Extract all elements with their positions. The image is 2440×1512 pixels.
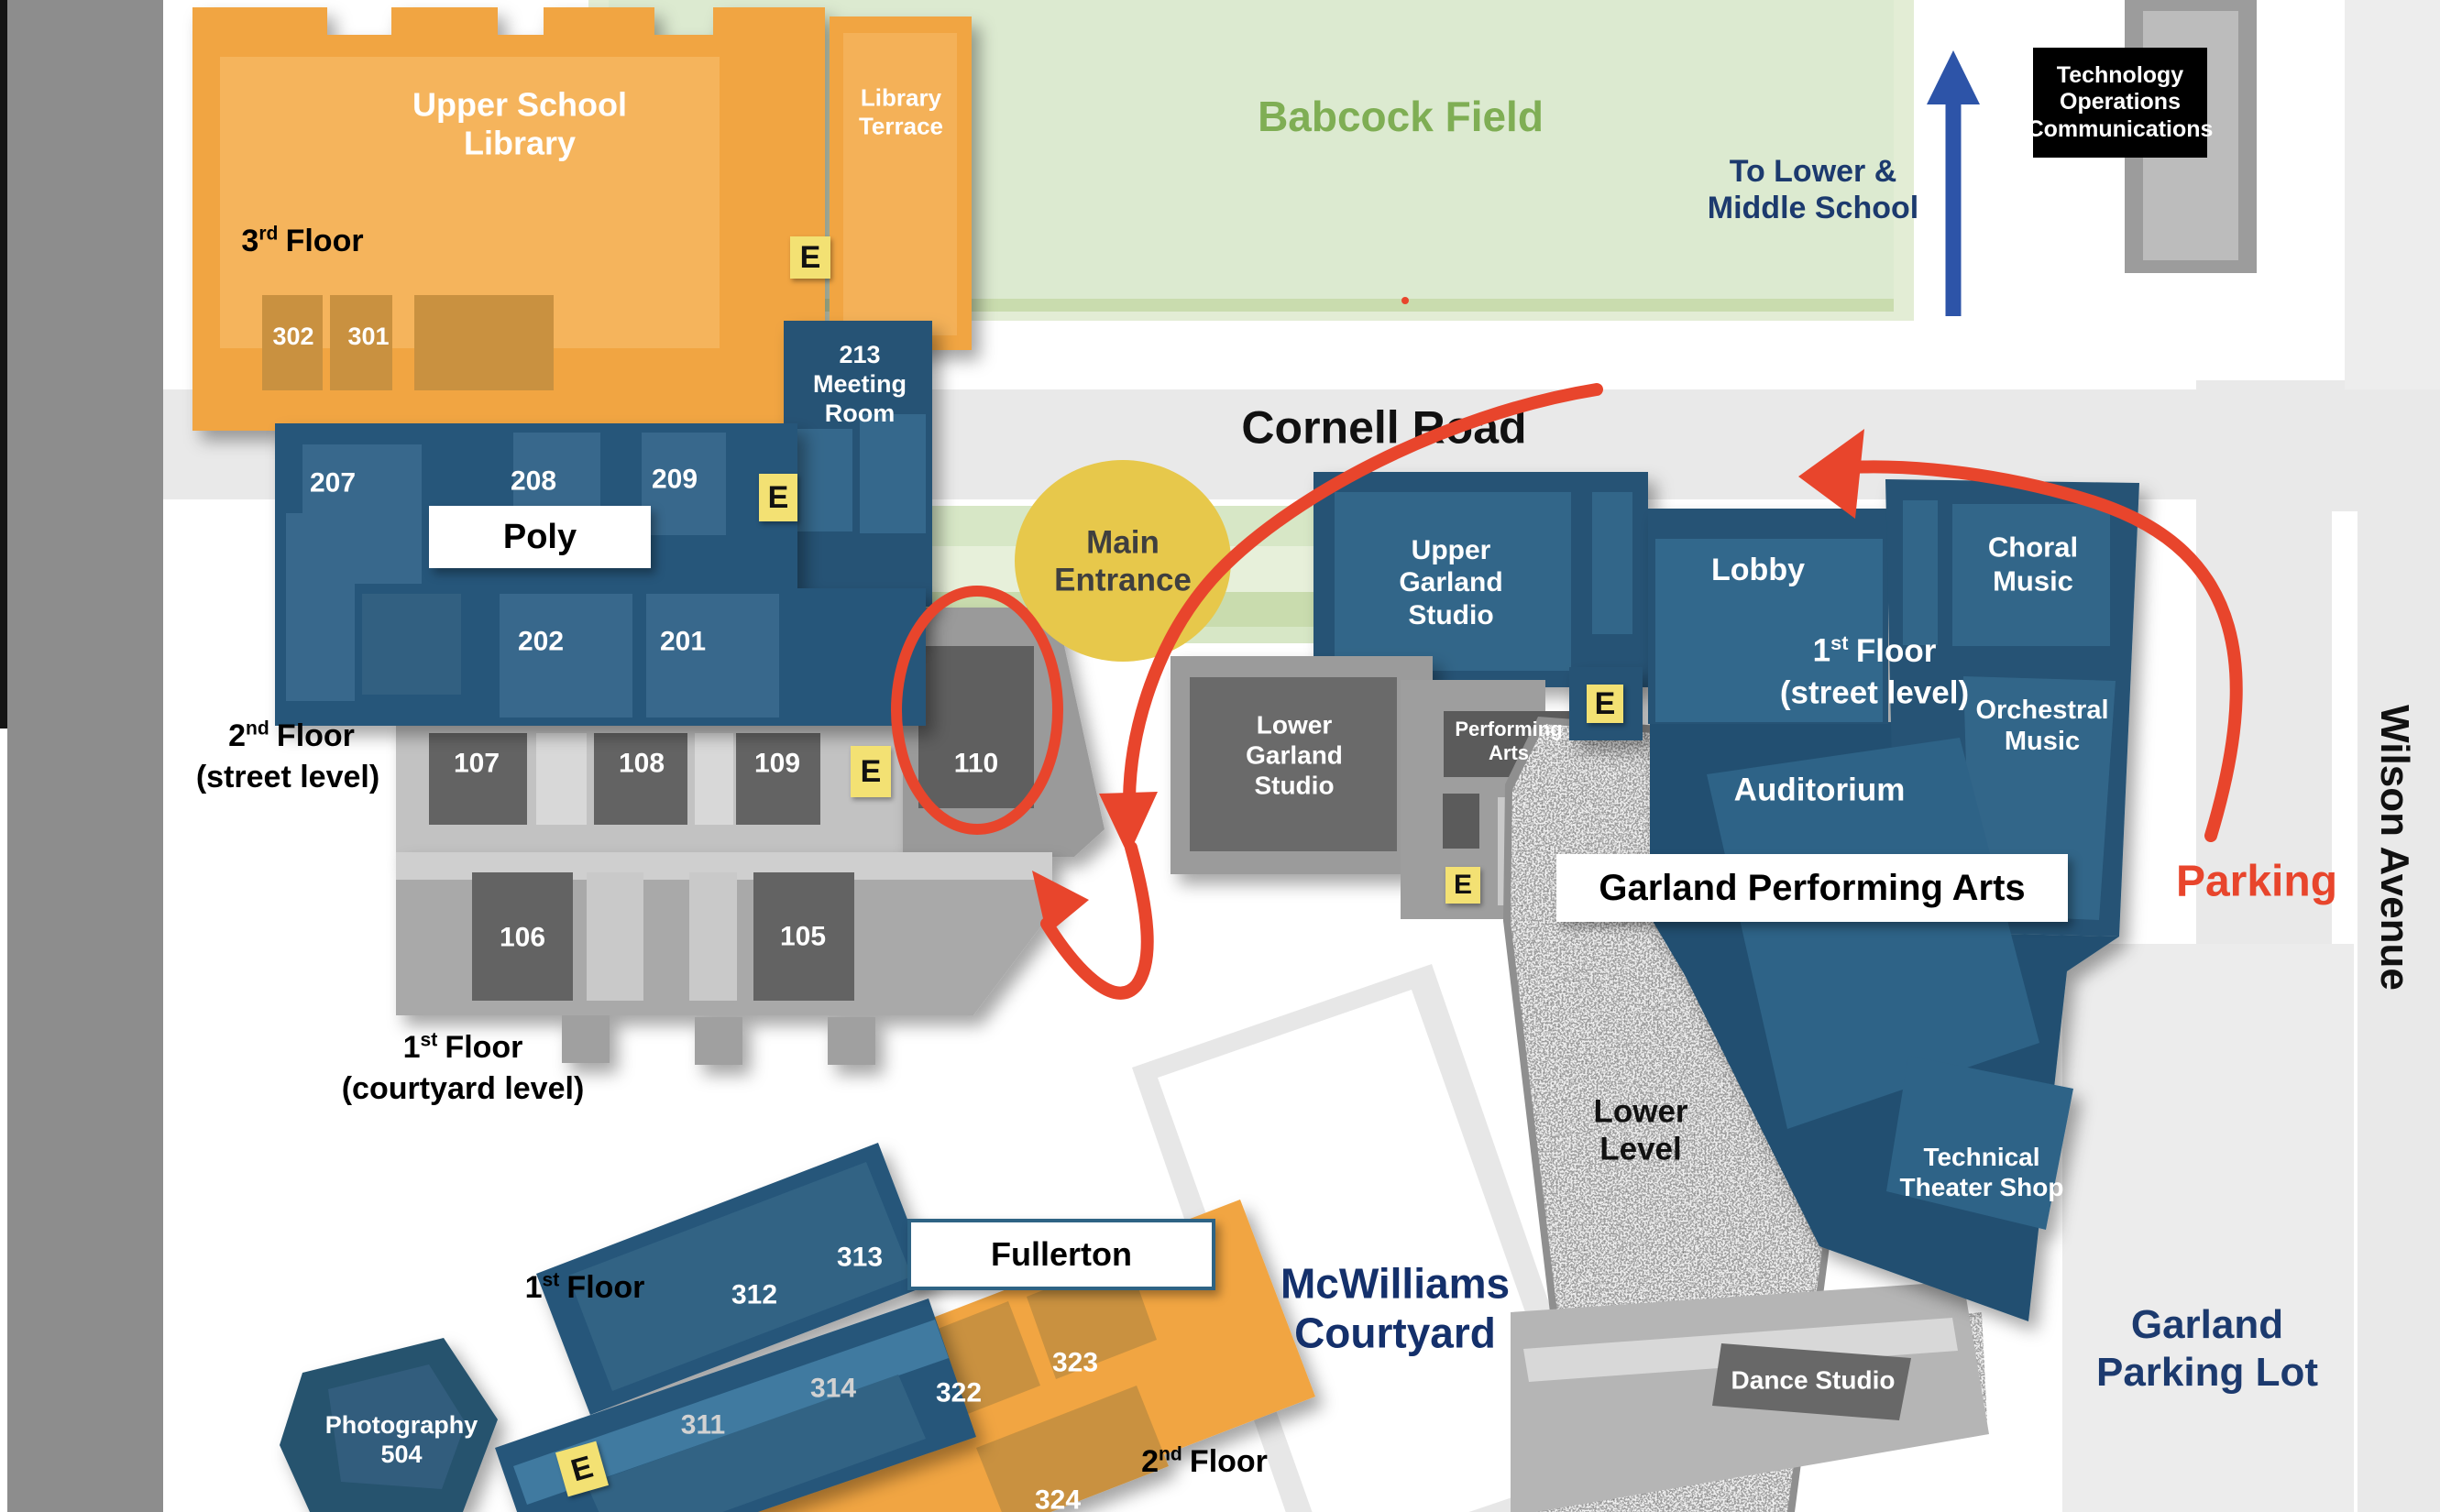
elevator-letter: E [566,1449,598,1488]
fullerton-label-box: Fullerton [907,1219,1215,1290]
left-black-strip [0,0,9,729]
photography-building [280,1338,498,1512]
lower-garland-building [1171,656,1433,874]
elevator-letter: E [1453,870,1472,900]
elevator-badge-poly: E [759,474,797,521]
poly-building [275,423,926,726]
left-gray-sidebar [7,0,163,1512]
fullerton-label: Fullerton [991,1235,1132,1273]
elevator-letter: E [1594,685,1616,721]
wilson-road-upper-margin [2345,0,2440,389]
courtyard-level-building [396,852,1054,1065]
main-entrance-circle [1015,460,1231,662]
fullerton-blue-building [495,1143,976,1512]
poly-label: Poly [502,517,577,556]
library-building [192,7,972,456]
garland-performing-arts-label: Garland Performing Arts [1599,867,2026,908]
elevator-letter: E [767,479,789,515]
elevator-badge-library: E [790,236,830,279]
meeting-room-building [784,321,932,640]
garland-parking-lot-area [2062,944,2354,1512]
tech-ops-comms-box: Technology Operations Communications [2028,48,2213,158]
tech-ops-comms-label: Technology Operations Communications [2027,61,2214,142]
upper-garland-building [1313,472,1648,687]
elevator-badge-garland-lower: E [1445,867,1480,904]
elevator-letter: E [799,239,821,275]
elevator-badge-street: E [851,746,891,797]
elevator-letter: E [860,753,882,789]
garland-performing-arts-box: Garland Performing Arts [1556,854,2068,922]
poly-label-box: Poly [429,506,651,568]
dance-studio-strip [1511,1281,1989,1512]
elevator-badge-garland-top: E [1587,685,1623,723]
